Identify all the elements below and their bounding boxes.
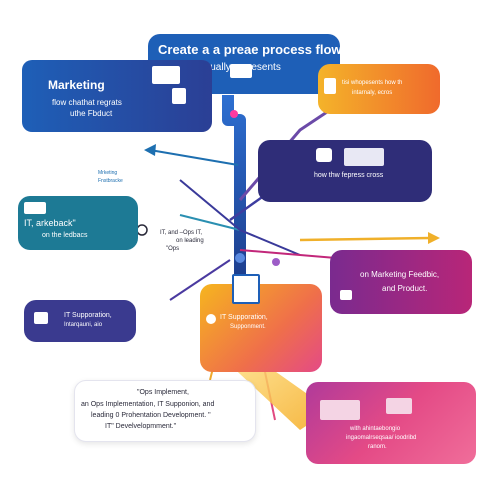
line-to-it-feedback xyxy=(179,214,241,231)
ops-note-line-3: leading 0 Prohentation Development. " xyxy=(91,412,211,419)
line-right-arrow xyxy=(299,236,431,242)
node-dot xyxy=(272,258,280,266)
marketing-feedback-line-2: and Product. xyxy=(382,284,428,293)
it-feedback-card: IT, arkeback" on the ledbacs xyxy=(18,196,138,250)
orange-body-2: intarnaly, ecros xyxy=(352,90,393,96)
line-to-it-support xyxy=(169,259,231,301)
left-mini-widget: Mrketing Fnstbracke xyxy=(98,170,138,190)
marketing-heading: Marketing xyxy=(48,78,105,92)
marketing-feedback-line-1: on Marketing Feedbic, xyxy=(360,270,440,279)
line-left-arrow xyxy=(149,149,239,166)
right-upper-body: how thw fepress cross xyxy=(314,172,384,179)
it-support-center-line-2: Supponment. xyxy=(230,324,266,330)
arrowhead-left xyxy=(144,144,156,156)
pink-line-3: ranom. xyxy=(368,444,387,450)
line-diag-mid xyxy=(179,179,301,256)
right-upper-card: how thw fepress cross xyxy=(258,140,432,202)
marketing-feedback-card: on Marketing Feedbic, and Product. xyxy=(330,250,472,314)
server-icon xyxy=(320,400,360,420)
it-feedback-sub: on the ledbacs xyxy=(42,232,88,239)
node-dot xyxy=(136,224,148,236)
center-line-3: "Ops xyxy=(166,246,180,252)
document-icon xyxy=(172,88,186,104)
printer-icon xyxy=(340,290,352,300)
marketing-body-2: uthe Fbduct xyxy=(70,109,113,118)
title-line-1: Create a a preae process flow xyxy=(158,42,342,57)
it-support-center-card: IT Supporation, Supponment. xyxy=(200,274,322,372)
monitor-icon xyxy=(386,398,412,414)
globe-icon xyxy=(206,314,216,324)
export-icon xyxy=(34,312,48,324)
it-feedback-heading: IT, arkeback" xyxy=(24,218,76,228)
orange-body-1: tisi whopesents how th xyxy=(342,80,403,86)
label-icon xyxy=(324,78,336,94)
ops-note-line-2: an Ops Implementation, IT Supponion, and xyxy=(81,401,215,408)
it-support-left-card: IT Supporation, Intarqauni, aio xyxy=(24,300,136,342)
marketing-card: Marketing flow chathat regrats uthe Fbdu… xyxy=(22,60,212,132)
banner-widget xyxy=(230,64,252,78)
orange-card: tisi whopesents how th intarnaly, ecros xyxy=(318,64,440,114)
node-dot xyxy=(235,253,245,263)
chart-icon xyxy=(152,66,180,84)
it-support-center-line-1: IT Supporation, xyxy=(220,314,268,321)
window-icon xyxy=(24,202,46,214)
it-support-left-line-2: Intarqauni, aio xyxy=(64,322,103,328)
pink-card: with ahintaebongio ingaomalrseqsaa/ iood… xyxy=(306,382,476,464)
gauge-icon xyxy=(316,148,332,162)
document-card-icon xyxy=(232,274,260,304)
marketing-body-1: flow chathat regrats xyxy=(52,98,122,107)
arrowhead-right xyxy=(428,232,440,244)
ops-note-card: "Ops Implement, an Ops Implementation, I… xyxy=(74,380,256,442)
mini-label-2: Fnstbracke xyxy=(98,178,123,184)
center-line-2: on leading xyxy=(176,238,204,244)
pink-line-2: ingaomalrseqsaa/ ioodribd xyxy=(346,435,417,441)
it-support-left-line-1: IT Supporation, xyxy=(64,312,112,319)
ops-note-line-4: IT" Develvelopmment." xyxy=(105,423,177,430)
central-trunk xyxy=(222,95,246,275)
node-dot xyxy=(230,110,238,118)
panel-icon xyxy=(344,148,384,166)
center-line-1: IT, and –Ops IT, xyxy=(160,230,203,236)
ops-note-line-1: "Ops Implement, xyxy=(137,389,189,396)
pink-line-1: with ahintaebongio xyxy=(350,426,401,432)
mini-label-1: Mrketing xyxy=(98,170,118,176)
